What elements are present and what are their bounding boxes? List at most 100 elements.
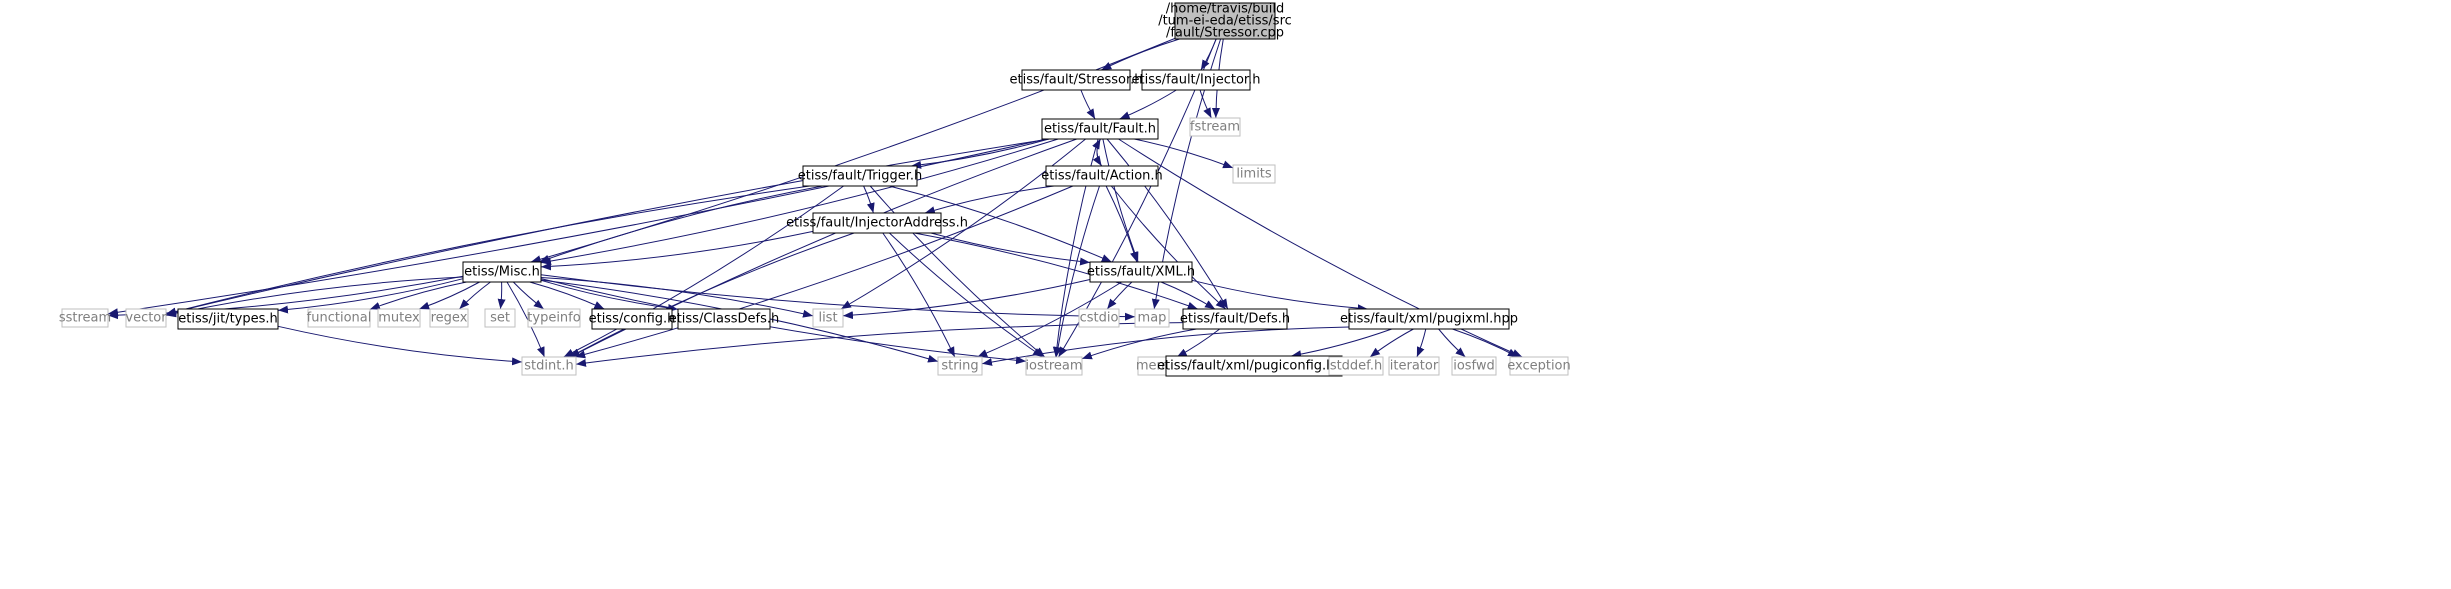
node-pugixml_hpp[interactable]: etiss/fault/xml/pugixml.hpp (1340, 308, 1518, 330)
node-label: stddef.h (1330, 359, 1382, 374)
node-defs_h[interactable]: etiss/fault/Defs.h (1180, 308, 1290, 330)
node-stressor_h[interactable]: etiss/fault/Stressor.h (1010, 69, 1143, 91)
node-iterator: iterator (1388, 356, 1440, 376)
node-box (1451, 356, 1497, 376)
node-config_h[interactable]: etiss/config.h (589, 308, 676, 330)
edge-fault_h-to-vector (165, 138, 1050, 316)
node-box (677, 308, 771, 330)
node-fault_h[interactable]: etiss/fault/Fault.h (1041, 118, 1159, 140)
node-box (1045, 165, 1159, 187)
node-box (1174, 2, 1276, 40)
edge-pugixml_hpp-to-iosfwd (1438, 328, 1466, 358)
node-label: string (941, 359, 978, 374)
node-box (1134, 308, 1170, 328)
node-label: etiss/fault/xml/pugiconfig.hpp (1157, 359, 1351, 374)
node-iosfwd: iosfwd (1451, 356, 1497, 376)
node-cstdio: cstdio (1078, 308, 1120, 328)
edge-trigger_h-to-injaddr_h (863, 185, 875, 214)
node-regex: regex (429, 308, 469, 328)
edge-defs_h-to-memory (1176, 328, 1221, 358)
node-vector: vector (125, 308, 167, 328)
edge-injector_h-to-fstream (1199, 89, 1212, 119)
node-label: /fault/Stressor.cpp (1166, 26, 1284, 41)
edge-stressor_h-to-fault_h (1080, 89, 1096, 120)
edge-fault_h-to-misc_h (540, 138, 1059, 265)
node-label: stdint.h (524, 359, 573, 374)
edge-root-to-stressor_h (1101, 38, 1180, 71)
edge-misc_h-to-vector (165, 276, 464, 318)
node-action_h[interactable]: etiss/fault/Action.h (1041, 165, 1163, 187)
edge-trigger_h-to-iostream (869, 185, 1046, 358)
node-label: set (490, 311, 510, 326)
edge-injector_h-to-fault_h (1119, 89, 1177, 120)
edge-xml_h-to-defs_h (1160, 281, 1216, 310)
edge-xml_h-to-pugixml_hpp (1191, 279, 1368, 313)
node-box (484, 308, 516, 328)
node-box (429, 308, 469, 328)
edge-action_h-to-defs_h (1110, 185, 1227, 310)
node-limits: limits (1232, 164, 1276, 184)
node-label: etiss/fault/Defs.h (1180, 312, 1290, 327)
node-label: regex (431, 311, 468, 326)
node-jit_types_h[interactable]: etiss/jit/types.h (177, 308, 279, 330)
edge-misc_h-to-iostream (540, 278, 1027, 365)
node-box (1328, 356, 1384, 376)
edge-injaddr_h-to-iostream (889, 232, 1044, 358)
node-box (177, 308, 279, 330)
node-mutex: mutex (377, 308, 421, 328)
node-box (377, 308, 421, 328)
edge-pugixml_hpp-to-iterator (1416, 328, 1427, 358)
node-label: typeinfo (527, 311, 580, 326)
node-label: exception (1507, 359, 1571, 374)
node-root[interactable]: /home/travis/build/tum-ei-eda/etiss/src/… (1158, 2, 1292, 41)
node-label: etiss/fault/Trigger.h (798, 169, 923, 184)
edge-fault_h-to-trigger_h (911, 138, 1050, 169)
node-box (937, 356, 983, 376)
node-iostream: iostream (1025, 356, 1083, 376)
node-label: etiss/fault/XML.h (1087, 265, 1195, 280)
node-typeinfo: typeinfo (527, 308, 581, 328)
node-label: sstream (59, 311, 111, 326)
edge-pugixml_hpp-to-string (981, 326, 1350, 366)
node-box (1025, 356, 1083, 376)
node-xml_h[interactable]: etiss/fault/XML.h (1087, 261, 1195, 283)
edge-misc_h-to-typeinfo (512, 281, 545, 310)
node-box (527, 308, 581, 328)
node-sstream: sstream (59, 308, 111, 328)
edge-trigger_h-to-vector (165, 185, 810, 316)
edge-misc_h-to-stdint_h (506, 281, 545, 358)
edge-misc_h-to-jit_types_h (277, 278, 464, 314)
nodes-layer: /home/travis/build/tum-ei-eda/etiss/src/… (59, 2, 1571, 377)
edge-fault_h-to-exception (1118, 138, 1523, 358)
node-label: list (818, 311, 837, 326)
node-label: mutex (378, 311, 420, 326)
node-box (1041, 118, 1159, 140)
node-box (1348, 308, 1510, 330)
node-box (1189, 117, 1241, 137)
node-misc_h[interactable]: etiss/Misc.h (462, 261, 542, 283)
edge-misc_h-to-set (497, 281, 506, 310)
node-box (125, 308, 167, 328)
edge-fault_h-to-limits (1134, 138, 1234, 169)
node-label: functional (307, 311, 372, 326)
node-classdefs_h[interactable]: etiss/ClassDefs.h (669, 308, 780, 330)
edge-fault_h-to-iostream (1052, 138, 1099, 358)
node-list: list (812, 308, 844, 328)
node-label: etiss/fault/Action.h (1041, 169, 1163, 184)
edge-trigger_h-to-stdint_h (563, 185, 844, 358)
edge-misc_h-to-map (540, 274, 1136, 321)
node-label: limits (1236, 167, 1272, 182)
node-box (802, 165, 918, 187)
edge-injaddr_h-to-stdint_h (569, 232, 855, 358)
node-injaddr_h[interactable]: etiss/fault/InjectorAddress.h (786, 212, 968, 234)
edge-action_h-to-fault_h (1092, 138, 1103, 167)
node-trigger_h[interactable]: etiss/fault/Trigger.h (798, 165, 923, 187)
edge-trigger_h-to-xml_h (889, 185, 1112, 263)
node-pugiconfig_hpp[interactable]: etiss/fault/xml/pugiconfig.hpp (1157, 355, 1351, 377)
edge-xml_h-to-cstdio (1106, 281, 1133, 310)
edge-misc_h-to-regex (459, 281, 491, 310)
node-injector_h[interactable]: etiss/fault/Injector.h (1132, 69, 1261, 91)
edge-trigger_h-to-misc_h (539, 185, 823, 263)
node-box (1021, 69, 1131, 91)
node-label: etiss/ClassDefs.h (669, 312, 780, 327)
